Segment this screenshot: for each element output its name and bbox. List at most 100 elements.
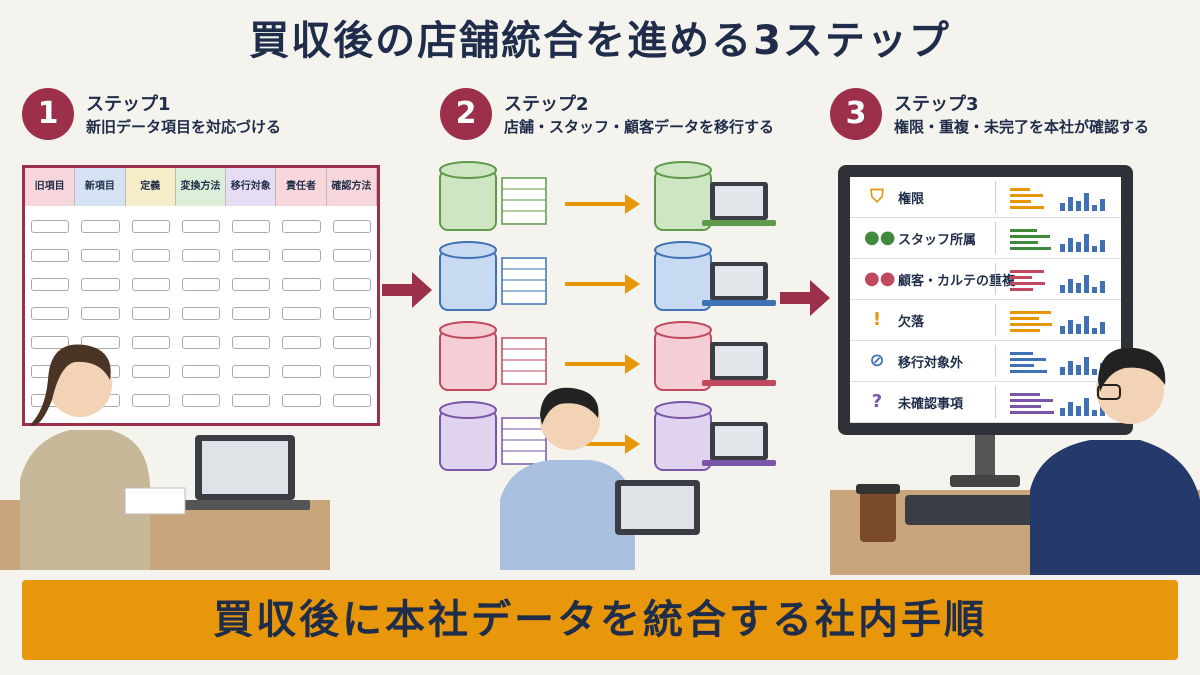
mini-bar xyxy=(1010,241,1038,244)
sheet-cell xyxy=(232,365,271,378)
sheet-cell xyxy=(131,278,170,291)
sheet-column-header: 移行対象 xyxy=(226,168,277,206)
mini-bar xyxy=(1010,276,1032,279)
mini-bar xyxy=(1010,282,1045,285)
sheet-row xyxy=(25,336,377,349)
sheet-cell xyxy=(282,336,321,349)
sheet-cell xyxy=(81,249,120,262)
laptop-display-2 xyxy=(621,486,694,529)
mini-bar xyxy=(1010,399,1053,402)
migration-diagram xyxy=(439,161,776,471)
dashboard-row-label: スタッフ所属 xyxy=(898,233,977,248)
sheet-cell xyxy=(131,394,170,407)
sheet-column-header: 新項目 xyxy=(75,168,126,206)
customer-source-db-top xyxy=(439,321,497,339)
dashboard-row-label: 欠落 xyxy=(898,315,925,330)
sheet-cell xyxy=(181,249,221,262)
laptop-display xyxy=(202,441,288,494)
sheet-cell xyxy=(181,365,221,378)
sheet-cell xyxy=(81,278,120,291)
sheet-cell xyxy=(181,336,221,349)
staff-laptop-display xyxy=(715,266,763,296)
sheet-cell xyxy=(332,307,371,320)
mini-column xyxy=(1092,410,1097,416)
store-laptop-display xyxy=(715,186,763,216)
mini-bar xyxy=(1010,194,1043,197)
mini-column xyxy=(1060,408,1065,416)
sheet-cell xyxy=(31,336,70,349)
mini-column xyxy=(1076,324,1081,334)
record-source-db-top xyxy=(439,401,497,419)
sheet-cell xyxy=(181,220,221,233)
sheet-cell xyxy=(181,394,221,407)
dashboard-row: ●●顧客・カルテの重複 xyxy=(850,259,1121,300)
mini-bar xyxy=(1010,411,1054,414)
staff-table-icon xyxy=(501,257,547,305)
sheet-cell xyxy=(81,307,120,320)
sheet-column-header: 旧項目 xyxy=(25,168,76,206)
mini-column xyxy=(1068,197,1073,211)
mini-bar xyxy=(1010,393,1040,396)
mini-column xyxy=(1092,287,1097,293)
dashboard-divider xyxy=(995,181,996,213)
sheet-cell xyxy=(332,336,371,349)
man-reviewing-illustration xyxy=(1030,347,1200,575)
record-table-icon xyxy=(501,417,547,465)
dashboard-screen: ⛉権限●●スタッフ所属●●顧客・カルテの重複!欠落⊘移行対象外?未確認事項 xyxy=(850,177,1121,423)
mini-chart-icon xyxy=(1010,270,1105,293)
mini-column xyxy=(1092,328,1097,334)
mini-column xyxy=(1100,199,1105,211)
sheet-cell xyxy=(232,249,271,262)
bottom-banner: 買収後に本社データを統合する社内手順 xyxy=(22,580,1178,660)
record-laptop-base xyxy=(702,460,776,466)
man-at-laptop-illustration xyxy=(500,387,700,570)
mini-column xyxy=(1100,404,1105,416)
staff-source-db-top xyxy=(439,241,497,259)
monitor-stand xyxy=(950,435,1020,487)
mini-column xyxy=(1092,246,1097,252)
sheet-row xyxy=(25,307,377,320)
arrow-right-orange-icon xyxy=(565,274,640,294)
sheet-column-header: 変換方法 xyxy=(175,168,227,206)
sheet-cell xyxy=(232,307,271,320)
step-1-description: 新旧データ項目を対応づける xyxy=(86,118,282,136)
mini-bar xyxy=(1010,329,1040,332)
record-laptop-display xyxy=(715,426,763,456)
mini-column xyxy=(1084,357,1089,375)
step-2-number: 2 xyxy=(440,88,492,140)
sheet-cell xyxy=(282,365,321,378)
mini-column xyxy=(1076,201,1081,211)
mini-bar xyxy=(1010,247,1051,250)
dashboard-row-label: 顧客・カルテの重複 xyxy=(898,274,1016,289)
mini-column xyxy=(1084,193,1089,211)
mini-bar xyxy=(1010,229,1037,232)
mini-bar xyxy=(1010,364,1034,367)
mini-column xyxy=(1068,238,1073,252)
question-icon: ? xyxy=(871,391,883,412)
sheet-row xyxy=(25,220,377,233)
store-target-db-top xyxy=(654,161,712,179)
sheet-cell xyxy=(81,220,120,233)
step-2-label: ステップ2 xyxy=(504,94,589,115)
mini-column xyxy=(1060,285,1065,293)
sheet-cell xyxy=(181,278,221,291)
woman-body xyxy=(20,430,150,570)
mini-column xyxy=(1060,244,1065,252)
sheet-cell xyxy=(131,365,170,378)
dashboard-divider xyxy=(995,345,996,377)
arrow-right-orange-icon xyxy=(565,194,640,214)
store-laptop-base xyxy=(702,220,776,226)
mini-column xyxy=(1100,240,1105,252)
sheet-cell xyxy=(131,307,170,320)
mini-column xyxy=(1068,320,1073,334)
mini-chart-icon xyxy=(1010,229,1105,252)
sheet-cell xyxy=(31,278,70,291)
glasses-icon xyxy=(1097,384,1121,400)
customer-target-db-top xyxy=(654,321,712,339)
mini-column xyxy=(1084,234,1089,252)
mini-bar xyxy=(1010,200,1031,203)
coffee-lid xyxy=(856,484,900,494)
paper-sheet xyxy=(124,487,186,515)
people-icon: ●● xyxy=(864,268,896,289)
mini-column xyxy=(1084,398,1089,416)
